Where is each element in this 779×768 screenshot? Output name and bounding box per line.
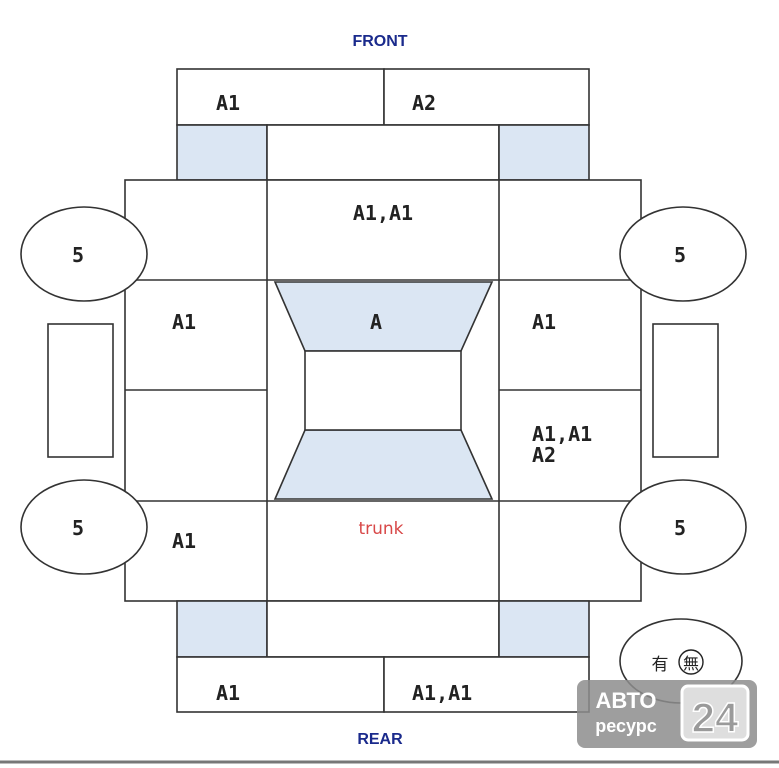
hood-label: A1,A1 bbox=[353, 201, 413, 225]
front-bumper-left bbox=[176, 68, 385, 126]
rear-bumper-left-label: A1 bbox=[216, 681, 240, 705]
front-label: FRONT bbox=[352, 33, 407, 50]
wheel-front-left-label: 5 bbox=[72, 243, 84, 267]
rear-window bbox=[273, 429, 494, 500]
watermark-number: 24 bbox=[692, 694, 739, 741]
rear-bumper-right bbox=[383, 656, 590, 713]
watermark-line2: ресурс bbox=[595, 716, 657, 736]
front-bumper-left-label: A1 bbox=[216, 91, 240, 115]
wheel-front-left bbox=[20, 206, 148, 302]
front-bumper-right bbox=[383, 68, 590, 126]
left-side-mirror bbox=[47, 323, 114, 458]
front-center-panel bbox=[266, 124, 500, 181]
left-rear-fender-label: A1 bbox=[172, 529, 196, 553]
right-rear-door-label-1: A1,A1 bbox=[532, 422, 592, 446]
spare-tire-no: 無 bbox=[683, 654, 699, 673]
rear-right-light bbox=[498, 600, 590, 658]
rear-left-light bbox=[176, 600, 268, 658]
wheel-rear-left bbox=[20, 479, 148, 575]
left-front-door-label: A1 bbox=[172, 310, 196, 334]
rear-label: REAR bbox=[357, 731, 403, 748]
rear-bumper-left bbox=[176, 656, 385, 713]
wheel-rear-right-label: 5 bbox=[674, 516, 686, 540]
spare-tire-no-circle bbox=[678, 649, 704, 675]
watermark-logo: АВТО ресурс 24 bbox=[577, 680, 757, 748]
roof-label: A bbox=[370, 310, 382, 334]
right-front-door-label: A1 bbox=[532, 310, 556, 334]
watermark-line1: АВТО bbox=[596, 688, 657, 713]
roof-panel bbox=[304, 350, 462, 431]
wheel-front-right-label: 5 bbox=[674, 243, 686, 267]
right-side-mirror bbox=[652, 323, 719, 458]
windshield bbox=[273, 281, 494, 352]
front-left-light bbox=[176, 124, 268, 181]
rear-center-panel bbox=[266, 600, 500, 658]
front-bumper-right-label: A2 bbox=[412, 91, 436, 115]
rear-bumper-right-label: A1,A1 bbox=[412, 681, 472, 705]
trunk-label: trunk bbox=[358, 519, 403, 539]
right-rear-door-label-2: A2 bbox=[532, 443, 556, 467]
wheel-rear-right bbox=[619, 479, 747, 575]
spare-tire-yes: 有 bbox=[652, 655, 669, 675]
front-right-light bbox=[498, 124, 590, 181]
wheel-front-right bbox=[619, 206, 747, 302]
wheel-rear-left-label: 5 bbox=[72, 516, 84, 540]
